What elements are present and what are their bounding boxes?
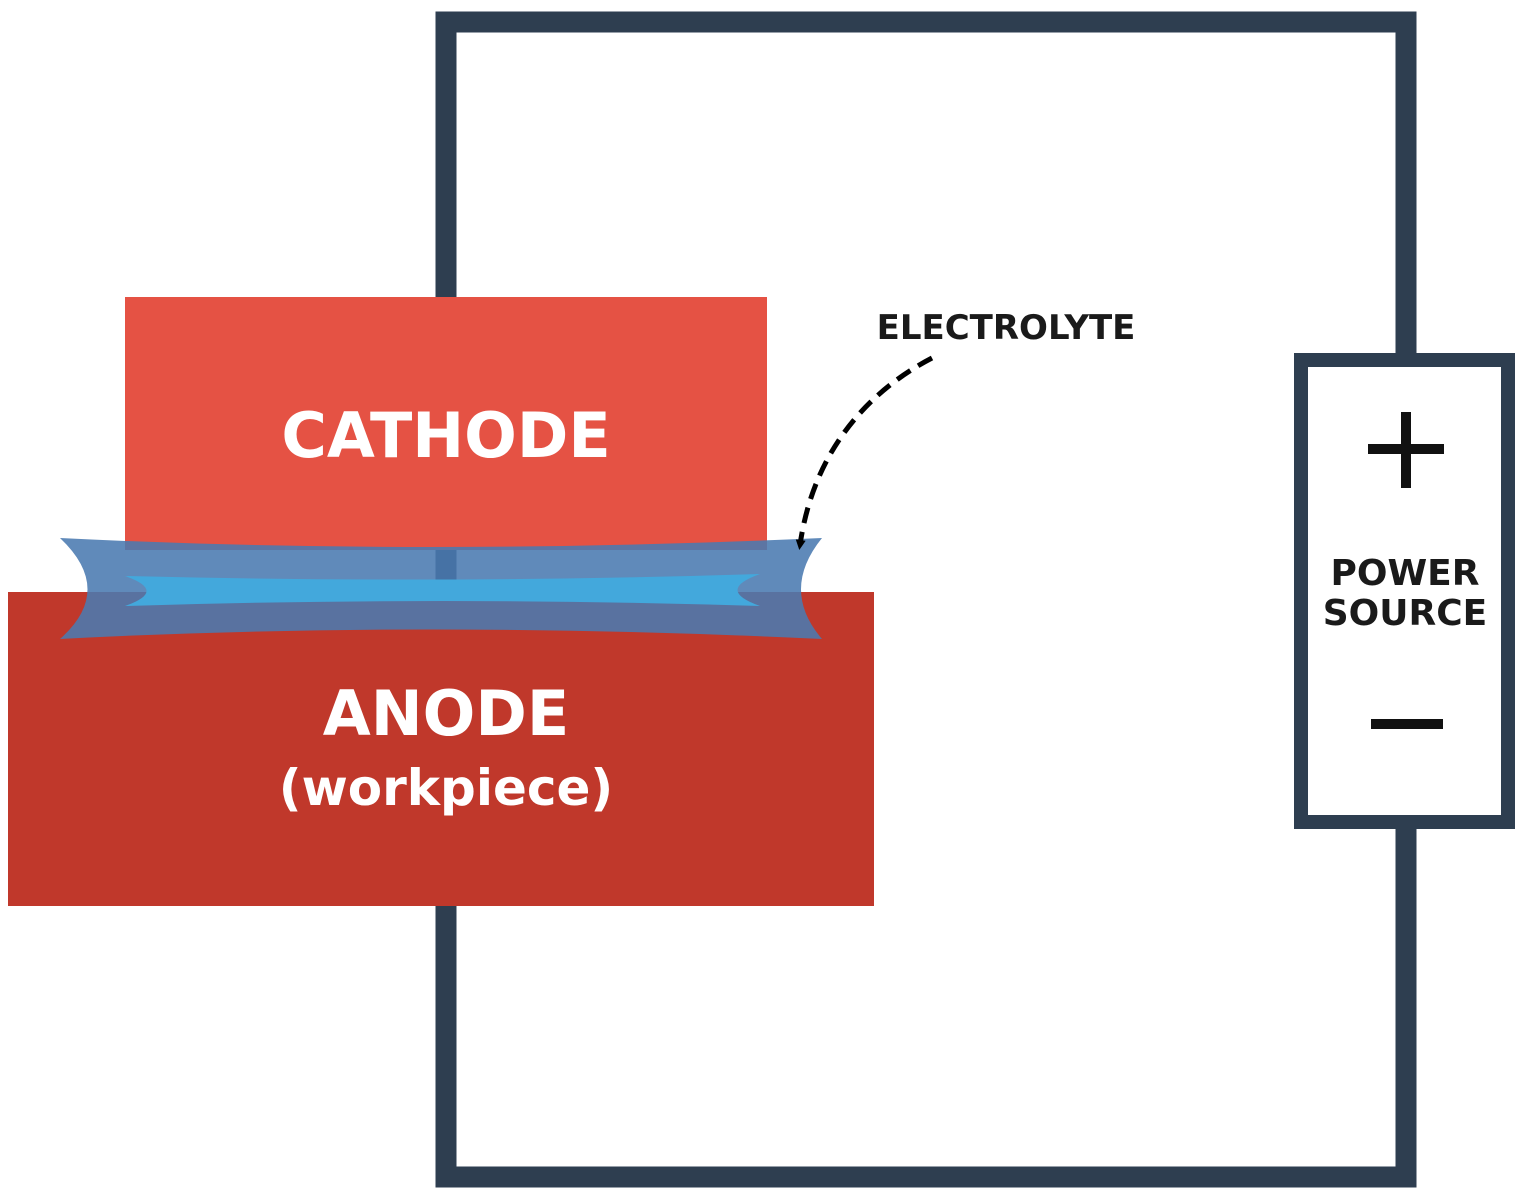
- electrolyte-layer: [60, 538, 822, 639]
- power-source-label-line2: SOURCE: [1323, 593, 1488, 634]
- anode-block: [8, 592, 874, 906]
- positive-terminal-icon: [1368, 412, 1444, 488]
- negative-terminal-icon: [1371, 719, 1443, 729]
- electrolyte-pointer-arrow: [795, 355, 934, 550]
- cathode-block: [125, 297, 767, 550]
- electrolyte-label: ELECTROLYTE: [877, 308, 1136, 348]
- cathode-label: CATHODE: [281, 399, 610, 472]
- anode-sublabel: (workpiece): [279, 759, 614, 817]
- anode-label: ANODE: [323, 677, 569, 750]
- power-source-label-line1: POWER: [1330, 553, 1479, 594]
